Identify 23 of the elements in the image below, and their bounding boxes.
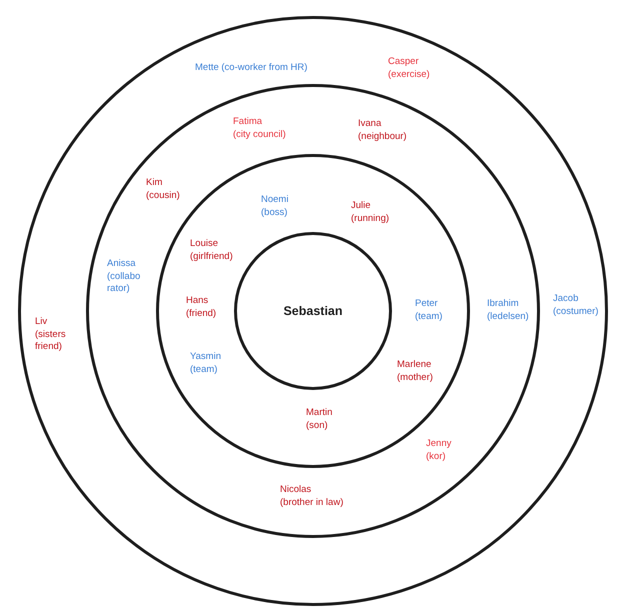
person-label: Liv (sisters friend)	[35, 316, 66, 354]
person-label: Kim (cousin)	[146, 177, 180, 202]
person-label: Peter (team)	[415, 298, 442, 323]
center-name: Sebastian	[283, 304, 343, 318]
person-label: Jenny (kor)	[426, 438, 452, 463]
person-label: Marlene (mother)	[397, 359, 433, 384]
person-label: Noemi (boss)	[261, 194, 288, 219]
person-label: Fatima (city council)	[233, 116, 286, 141]
person-label: Martin (son)	[306, 407, 332, 432]
ring-circle	[86, 84, 540, 538]
person-label: Yasmin (team)	[190, 351, 221, 376]
person-label: Ivana (neighbour)	[358, 118, 407, 143]
person-label: Julie (running)	[351, 200, 390, 225]
person-label: Mette (co-worker from HR)	[195, 62, 308, 74]
person-label: Jacob (costumer)	[553, 293, 598, 318]
person-label: Hans (friend)	[186, 295, 216, 320]
person-label: Anissa (collabo rator)	[107, 258, 140, 296]
center-circle	[234, 232, 392, 390]
person-label: Nicolas (brother in law)	[280, 484, 344, 509]
person-label: Ibrahim (ledelsen)	[487, 298, 529, 323]
person-label: Louise (girlfriend)	[190, 238, 233, 263]
person-label: Casper (exercise)	[388, 56, 430, 81]
ring-circle	[18, 16, 608, 606]
